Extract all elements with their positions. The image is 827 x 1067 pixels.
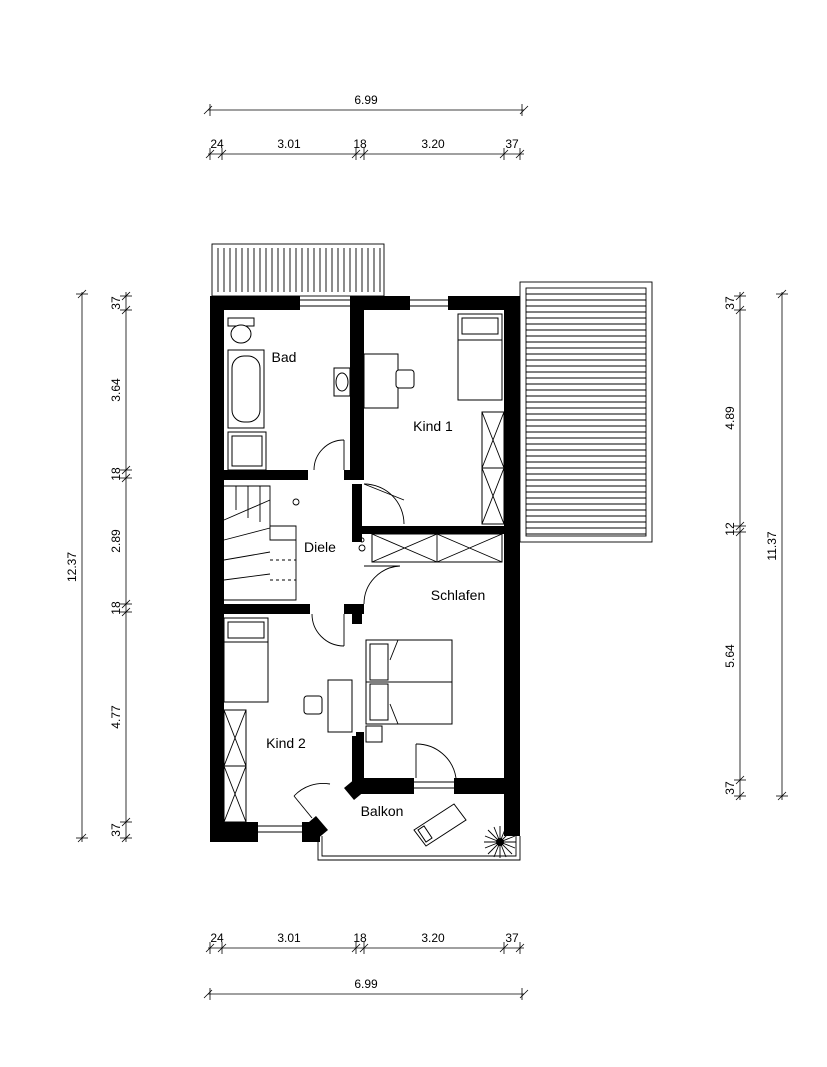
dim-bottom-seg-3: 18 — [353, 931, 367, 945]
doors — [293, 439, 457, 819]
room-label-diele: Diele — [304, 539, 336, 555]
dim-bottom-seg-4: 3.20 — [421, 931, 445, 945]
dim-left-seg-2: 3.64 — [109, 378, 123, 402]
room-label-kind1: Kind 1 — [413, 418, 453, 434]
dim-bottom-seg-1: 24 — [210, 931, 224, 945]
watermark: www.grundriss.com — [505, 692, 517, 788]
dim-left-seg-3: 18 — [109, 467, 123, 481]
room-label-kind2: Kind 2 — [266, 735, 306, 751]
dim-top-seg-4: 3.20 — [421, 137, 445, 151]
roof-overhang-top — [211, 243, 385, 297]
dim-top-seg-2: 3.01 — [277, 137, 301, 151]
dim-left-seg-6: 4.77 — [109, 705, 123, 729]
toilet-bowl — [230, 324, 252, 344]
schlafen-furniture — [358, 533, 503, 743]
dim-right-seg-4: 5.64 — [723, 644, 737, 668]
dim-top-seg-1: 24 — [210, 137, 224, 151]
staircase — [223, 485, 300, 601]
balcony-bottom — [317, 836, 521, 861]
dim-right-seg-3: 12 — [723, 522, 737, 536]
kind1-desk — [363, 353, 399, 409]
dim-left-total: 12.37 — [65, 552, 79, 582]
dim-right-total: 11.37 — [765, 531, 779, 560]
walls — [210, 296, 520, 842]
kind2-furniture — [223, 617, 353, 823]
windows — [258, 299, 454, 833]
dim-right-seg-2: 4.89 — [723, 406, 737, 430]
room-label-balkon: Balkon — [361, 803, 404, 819]
dim-right-seg-5: 37 — [723, 781, 737, 795]
room-label-bad: Bad — [272, 349, 297, 365]
dim-bottom-total: 6.99 — [354, 977, 378, 991]
bathroom-fixtures — [227, 317, 351, 471]
dim-left-seg-5: 18 — [109, 601, 123, 615]
dimension-bottom: 24 3.01 18 3.20 37 6.99 — [203, 931, 529, 1000]
kind1-furniture — [363, 313, 505, 525]
dim-right-seg-1: 37 — [723, 296, 737, 310]
dimension-top: 6.99 24 3.01 18 3.20 37 — [203, 93, 529, 160]
dim-left-seg-4: 2.89 — [109, 529, 123, 553]
room-label-schlafen: Schlafen — [431, 587, 485, 603]
dimension-right: 37 4.89 12 5.64 37 11.37 — [723, 289, 788, 801]
terrace-right — [519, 281, 653, 543]
dim-bottom-seg-2: 3.01 — [277, 931, 301, 945]
dim-left-seg-7: 37 — [109, 823, 123, 837]
dimension-left: 12.37 37 3.64 18 2.89 18 4.77 37 — [65, 289, 132, 843]
kind2-chair — [303, 695, 323, 715]
balcony-furniture — [413, 803, 516, 858]
deck-chair-icon — [413, 803, 467, 847]
dim-top-seg-3: 18 — [353, 137, 367, 151]
dim-top-seg-5: 37 — [505, 137, 519, 151]
dim-left-seg-1: 37 — [109, 296, 123, 310]
kind1-chair — [395, 369, 415, 389]
dim-top-ticks — [205, 148, 525, 160]
plant-icon — [484, 826, 516, 858]
kind2-desk — [327, 679, 353, 733]
dim-top-total: 6.99 — [354, 93, 378, 107]
dim-bottom-seg-5: 37 — [505, 931, 519, 945]
